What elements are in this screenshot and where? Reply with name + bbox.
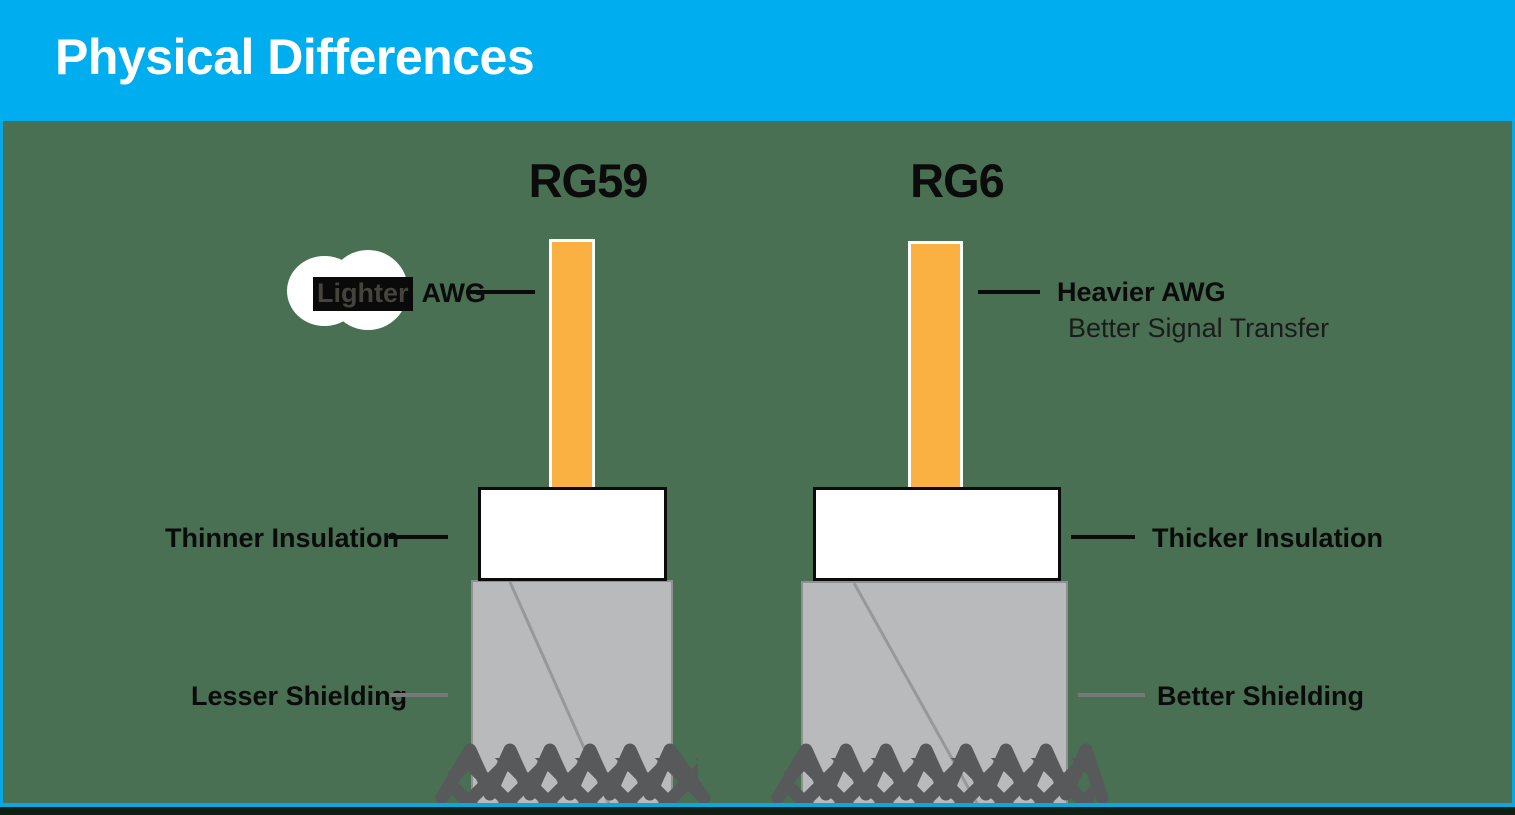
rg59-awg-callout-line <box>466 290 535 294</box>
rg59-shielding-callout-line <box>390 693 448 697</box>
rg59-conductor-bar <box>549 239 595 490</box>
rg59-insulation-box <box>478 487 667 581</box>
rg59-insulation-label: Thinner Insulation <box>165 523 399 553</box>
rg6-conductor-bar <box>908 241 963 490</box>
page-title: Physical Differences <box>55 29 535 85</box>
diagram-panel <box>0 121 1515 807</box>
rg59-title: RG59 <box>528 154 649 207</box>
rg6-braid-pattern-icon <box>771 743 1109 806</box>
rg59-braid-pattern-icon <box>435 743 711 806</box>
awg-highlighted-word: Lighter <box>313 277 413 311</box>
rg59-awg-label: Lighter AWG <box>313 277 486 311</box>
rg6-insulation-box <box>813 487 1061 581</box>
rg6-insulation-label: Thicker Insulation <box>1152 523 1384 553</box>
footer-strip <box>0 807 1515 815</box>
rg6-awg-sublabel: Better Signal Transfer <box>1068 313 1330 343</box>
header-bar: Physical Differences <box>0 0 1515 121</box>
rg59-insulation-callout-line <box>389 535 448 539</box>
rg6-awg-callout-line <box>978 290 1040 294</box>
rg6-title: RG6 <box>910 154 1005 207</box>
rg6-awg-label: Heavier AWG <box>1057 277 1226 307</box>
rg6-shielding-callout-line <box>1078 693 1145 697</box>
rg59-shielding-label: Lesser Shielding <box>191 681 408 711</box>
bottom-accent-line <box>0 803 1515 807</box>
rg6-shielding-label: Better Shielding <box>1157 681 1365 711</box>
rg6-insulation-callout-line <box>1071 535 1135 539</box>
